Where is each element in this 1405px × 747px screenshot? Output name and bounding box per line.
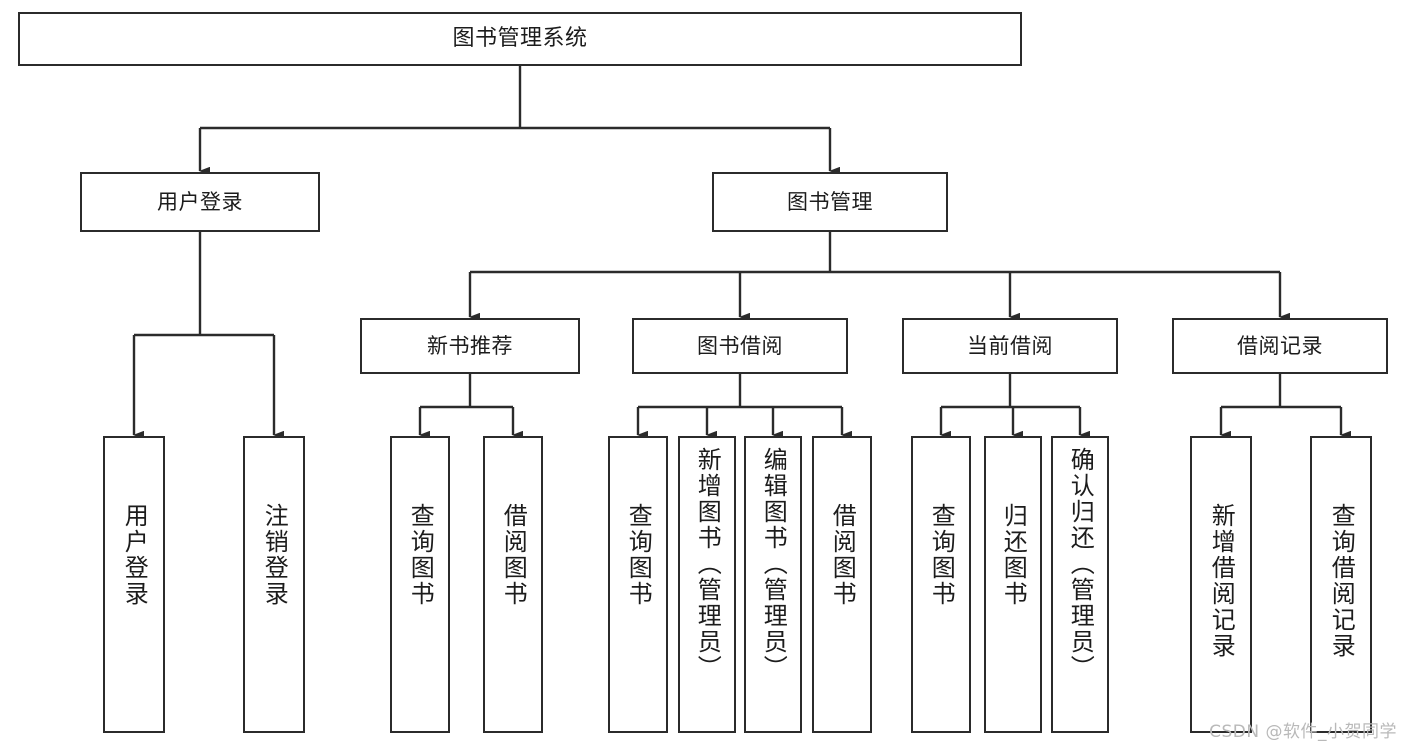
node-label: 当前借阅 bbox=[967, 333, 1053, 358]
node-label: 图书管理 bbox=[787, 189, 873, 214]
node-label: 确认归还（管理员） bbox=[1066, 447, 1095, 681]
node-leaf-confirm-return[interactable]: 确认归还（管理员） bbox=[1051, 436, 1109, 733]
node-label: 图书借阅 bbox=[697, 333, 783, 358]
node-leaf-borrow-book-2[interactable]: 借阅图书 bbox=[812, 436, 872, 733]
node-book-manage[interactable]: 图书管理 bbox=[712, 172, 948, 232]
node-root-root[interactable]: 图书管理系统 bbox=[18, 12, 1022, 66]
node-leaf-query-record[interactable]: 查询借阅记录 bbox=[1310, 436, 1372, 733]
node-label: 归还图书 bbox=[999, 503, 1028, 607]
node-label: 查询借阅记录 bbox=[1327, 503, 1356, 659]
node-label: 借阅图书 bbox=[499, 503, 528, 607]
node-leaf-query-book-1[interactable]: 查询图书 bbox=[390, 436, 450, 733]
node-leaf-return-book[interactable]: 归还图书 bbox=[984, 436, 1042, 733]
node-label: 图书管理系统 bbox=[452, 26, 588, 52]
node-leaf-user-login[interactable]: 用户登录 bbox=[103, 436, 165, 733]
node-leaf-logout[interactable]: 注销登录 bbox=[243, 436, 305, 733]
node-label: 查询图书 bbox=[406, 503, 435, 607]
node-label: 查询图书 bbox=[927, 503, 956, 607]
node-label: 用户登录 bbox=[157, 189, 243, 214]
watermark: CSDN @软件_小贺同学 bbox=[1209, 722, 1397, 742]
node-borrow-record[interactable]: 借阅记录 bbox=[1172, 318, 1388, 374]
node-leaf-query-book-3[interactable]: 查询图书 bbox=[911, 436, 971, 733]
node-label: 新增借阅记录 bbox=[1207, 503, 1236, 659]
node-leaf-edit-book[interactable]: 编辑图书（管理员） bbox=[744, 436, 802, 733]
node-leaf-add-book[interactable]: 新增图书（管理员） bbox=[678, 436, 736, 733]
node-label: 注销登录 bbox=[260, 503, 289, 607]
node-book-borrow[interactable]: 图书借阅 bbox=[632, 318, 848, 374]
node-leaf-add-record[interactable]: 新增借阅记录 bbox=[1190, 436, 1252, 733]
node-label: 借阅记录 bbox=[1237, 333, 1323, 358]
node-label: 编辑图书（管理员） bbox=[759, 447, 788, 681]
node-new-book-recommend[interactable]: 新书推荐 bbox=[360, 318, 580, 374]
node-label: 查询图书 bbox=[624, 503, 653, 607]
node-leaf-borrow-book-1[interactable]: 借阅图书 bbox=[483, 436, 543, 733]
node-user-login[interactable]: 用户登录 bbox=[80, 172, 320, 232]
node-label: 新增图书（管理员） bbox=[693, 447, 722, 681]
node-leaf-query-book-2[interactable]: 查询图书 bbox=[608, 436, 668, 733]
node-label: 用户登录 bbox=[120, 503, 149, 607]
node-current-borrow[interactable]: 当前借阅 bbox=[902, 318, 1118, 374]
node-label: 借阅图书 bbox=[828, 503, 857, 607]
node-label: 新书推荐 bbox=[427, 333, 513, 358]
